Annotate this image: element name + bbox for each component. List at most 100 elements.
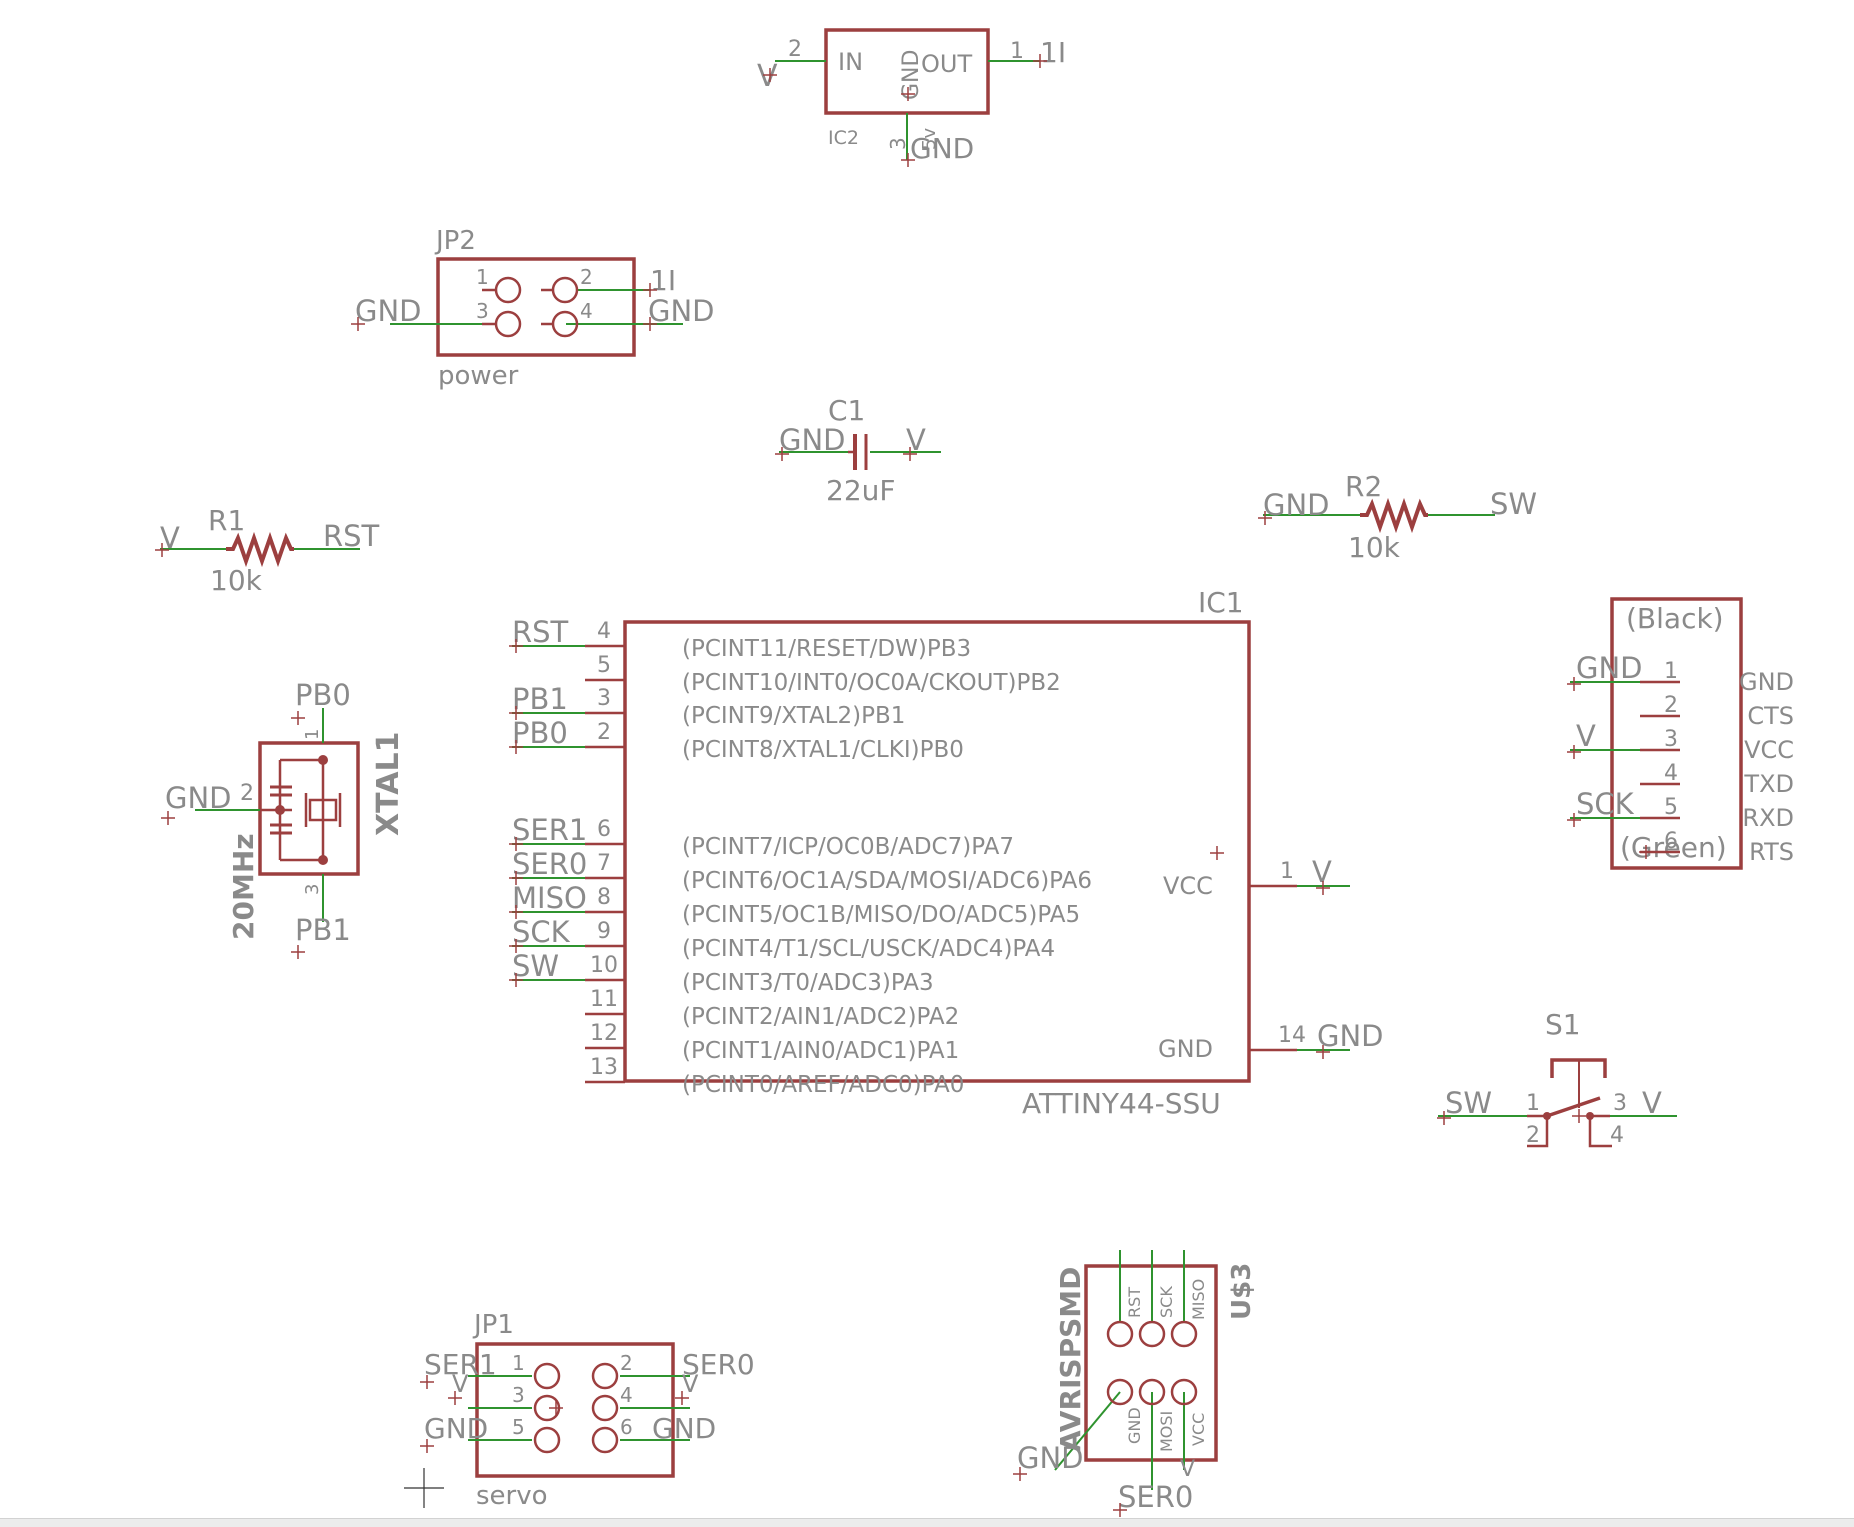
- net-label-r1-right: RST: [323, 519, 380, 553]
- net-label-jp1-r3: GND: [652, 1412, 716, 1445]
- part-xtal1[interactable]: 1 2 3 XTAL1 20MHz PB0 GND PB1: [160, 678, 406, 960]
- jp1-pin-num-1: 1: [512, 1351, 525, 1375]
- jp2-pad-3[interactable]: [494, 310, 522, 338]
- ftdi-pin-number: 4: [1664, 761, 1678, 786]
- us3-name: U$3: [1227, 1263, 1257, 1320]
- ic2-pin-in-label: IN: [838, 48, 863, 76]
- ic1-left-pin[interactable]: 11(PCINT2/AIN1/ADC2)PA2: [585, 987, 959, 1030]
- jp1-pin-num-6: 6: [620, 1415, 633, 1439]
- ic2-value-hint: 5v: [919, 128, 940, 150]
- us3-pad-rst[interactable]: [1106, 1320, 1134, 1348]
- s1-pin-4-lead: [1588, 1116, 1612, 1148]
- part-jp1[interactable]: 1 2 3 4 5 6 JP1 servo SER1 V GND SER0 V …: [419, 1310, 755, 1511]
- part-s1[interactable]: S1 1 2 3 4 SW V: [1436, 1008, 1677, 1148]
- net-label-ic2-gnd: GND: [910, 132, 974, 165]
- part-c1[interactable]: C1 22uF GND V: [774, 394, 941, 507]
- ic1-origin-marker: [1209, 845, 1225, 861]
- ftdi-pin-number: 6: [1664, 829, 1678, 854]
- xtal1-pin-num-mid: 2: [240, 781, 254, 806]
- jp2-pad-2[interactable]: [551, 276, 579, 304]
- jp2-pad-1[interactable]: [494, 276, 522, 304]
- c1-value: 22uF: [826, 474, 895, 507]
- ic1-left-pin[interactable]: 13(PCINT0/AREF/ADC0)PA0: [585, 1055, 964, 1098]
- net-label-c1-right: V: [906, 423, 926, 457]
- jp1-pad-5[interactable]: [533, 1426, 561, 1454]
- c1-name: C1: [828, 394, 865, 427]
- net-label-c1-left: GND: [779, 423, 846, 457]
- ftdi-pin-net-label: GND: [1576, 651, 1643, 685]
- jp2-body[interactable]: [436, 257, 636, 357]
- ic1-pin-function-label: (PCINT1/AIN0/ADC1)PA1: [682, 1038, 959, 1064]
- jp1-pad-6[interactable]: [591, 1426, 619, 1454]
- s1-origin-marker: [1571, 1108, 1587, 1124]
- jp2-name: JP2: [434, 226, 476, 256]
- net-label-ic2-out: 1I: [1040, 36, 1066, 69]
- ftdi-pin-number: 5: [1664, 795, 1678, 820]
- net-label-ic1-gnd: GND: [1317, 1019, 1384, 1053]
- part-jp2[interactable]: 1 2 3 4 JP2 power GND 1I GND: [350, 226, 715, 391]
- ic1-pin-gnd-num: 14: [1278, 1023, 1306, 1048]
- ic1-pin-vcc-label: VCC: [1163, 872, 1213, 900]
- jp1-pad-1[interactable]: [533, 1362, 561, 1390]
- net-label-xtal1-top: PB0: [295, 678, 351, 712]
- ic1-pin-number: 12: [590, 1021, 618, 1046]
- us3-pad-miso[interactable]: [1170, 1320, 1198, 1348]
- s1-lever[interactable]: [1546, 1096, 1601, 1118]
- ic1-pin-vcc-num: 1: [1280, 859, 1294, 884]
- ic1-left-pin[interactable]: 5(PCINT10/INT0/OC0A/CKOUT)PB2: [585, 653, 1061, 696]
- jp1-pad-2[interactable]: [591, 1362, 619, 1390]
- part-ic2[interactable]: IN OUT GND 2 1 3 5v IC2 V 1I GND: [757, 28, 1066, 168]
- jp1-pin-num-3: 3: [512, 1383, 525, 1407]
- us3-value: AVRISPSMD: [1054, 1267, 1087, 1452]
- ic1-pin-function-label: (PCINT6/OC1A/SDA/MOSI/ADC6)PA6: [682, 868, 1092, 894]
- ftdi-body[interactable]: [1610, 597, 1743, 870]
- ic1-body[interactable]: [623, 620, 1251, 1083]
- us3-pad-sck[interactable]: [1138, 1320, 1166, 1348]
- jp1-body[interactable]: [475, 1342, 675, 1478]
- xtal1-value: 20MHz: [227, 833, 260, 940]
- r1-body[interactable]: [226, 531, 294, 568]
- part-r1[interactable]: R1 10k V RST: [154, 504, 380, 597]
- part-us3[interactable]: RST SCK MISO GND MOSI VCC U$3 AVRISPSMD …: [1012, 1250, 1257, 1518]
- net-label-ic1-vcc: V: [1312, 855, 1332, 889]
- xtal1-body[interactable]: [258, 741, 360, 876]
- us3-pad-vcc[interactable]: [1170, 1378, 1198, 1406]
- jp1-pad-4[interactable]: [591, 1394, 619, 1422]
- ic2-pin-out-label: OUT: [921, 50, 972, 78]
- us3-gnd-wire[interactable]: [1054, 1391, 1121, 1471]
- net-label-xtal1-mid: GND: [165, 781, 232, 815]
- part-r2[interactable]: R2 10k GND SW: [1257, 470, 1537, 564]
- r1-value: 10k: [210, 564, 263, 597]
- ftdi-bottom-label: (Green): [1620, 831, 1727, 864]
- xtal1-top-net-marker: [290, 710, 306, 726]
- jp2-value: power: [438, 361, 519, 391]
- r2-body[interactable]: [1360, 497, 1428, 534]
- xtal1-junction-top: [318, 755, 328, 765]
- ic1-pin-number: 11: [590, 987, 618, 1012]
- us3-pad-mosi[interactable]: [1138, 1378, 1166, 1406]
- ic1-pin-net-label: PB1: [512, 682, 568, 716]
- ic1-pin-function-label: (PCINT0/AREF/ADC0)PA0: [682, 1072, 964, 1098]
- us3-pad-gnd[interactable]: [1106, 1378, 1134, 1406]
- us3-bottom-pin-gnd: GND: [1125, 1407, 1144, 1444]
- ic1-left-pin[interactable]: 12 (PCINT1/AIN0/ADC1)PA1: [585, 1021, 959, 1064]
- xtal1-name: XTAL1: [371, 732, 406, 836]
